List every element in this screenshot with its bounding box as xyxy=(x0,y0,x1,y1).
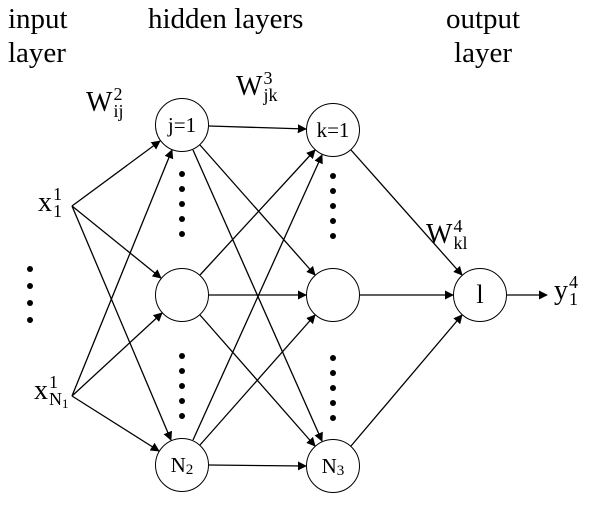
input-layer-title-line2: layer xyxy=(8,37,66,70)
edge-x1-j1 xyxy=(71,140,161,207)
edge-x1-n2 xyxy=(71,205,172,441)
edge-n2-k1 xyxy=(192,154,323,441)
h2-upper-ellipsis-dots xyxy=(330,168,336,243)
output-layer-title-line2: layer xyxy=(454,37,512,70)
node-h1-top-label: j=1 xyxy=(167,112,197,137)
node-h1-mid xyxy=(155,268,209,322)
y-base: y xyxy=(554,275,568,307)
edge-xN-n2 xyxy=(71,395,160,452)
output-layer-title: output layer xyxy=(428,2,538,70)
h1-lower-ellipsis-dots xyxy=(179,348,185,423)
w3-sub: jk xyxy=(263,85,278,106)
node-h1-bottom-base: N xyxy=(170,452,186,477)
node-h1-bottom-sub: 2 xyxy=(185,461,194,478)
node-h2-mid xyxy=(306,268,360,322)
node-h2-bottom-base: N xyxy=(321,453,337,478)
w2-sup: 2 xyxy=(113,84,123,104)
edge-h1mid-k1 xyxy=(199,149,316,276)
edge-j1-h2mid xyxy=(199,144,316,276)
w4-sup: 4 xyxy=(453,216,463,236)
edge-h1mid-n3 xyxy=(199,314,316,447)
edge-xN-hmid xyxy=(71,312,163,397)
input-layer-title-line1: input xyxy=(8,3,68,35)
node-h2-bottom-sub: 3 xyxy=(336,462,345,479)
h1-upper-ellipsis-dots xyxy=(179,166,185,241)
w4-base: W xyxy=(426,219,453,251)
node-output: l xyxy=(453,268,507,322)
node-h1-top: j=1 xyxy=(155,98,209,152)
edge-n3-out xyxy=(350,314,463,447)
node-h2-top: k=1 xyxy=(306,103,360,157)
w3-sup: 3 xyxy=(263,68,273,88)
xN-sub-base: N xyxy=(49,389,62,410)
xN-base: x xyxy=(34,375,48,407)
edge-n2-n3 xyxy=(208,461,307,471)
hidden-layers-title: hidden layers xyxy=(148,3,304,35)
w2-sub: ij xyxy=(113,101,124,122)
xN-sup: 1 xyxy=(49,372,58,392)
w2-base: W xyxy=(86,87,113,119)
edge-x1-hmid xyxy=(71,205,162,279)
x1-sup: 1 xyxy=(53,184,62,204)
input-ellipsis-dots xyxy=(27,260,33,328)
y-sub: 1 xyxy=(569,289,578,310)
edge-k1-out xyxy=(350,149,463,276)
w4-sub: kl xyxy=(453,233,468,254)
h2-lower-ellipsis-dots xyxy=(330,350,336,425)
x1-base: x xyxy=(38,187,52,219)
input-layer-title: input layer xyxy=(8,2,68,70)
edge-xN-j1 xyxy=(71,149,174,397)
w3-base: W xyxy=(236,71,263,103)
node-output-label: l xyxy=(476,280,484,309)
output-layer-title-line1: output xyxy=(445,3,521,35)
edge-j1-n3 xyxy=(192,149,323,442)
edge-j1-k1 xyxy=(208,124,307,134)
xN-sub-sub: 1 xyxy=(62,396,69,412)
x1-sub: 1 xyxy=(53,201,62,222)
y-sup: 4 xyxy=(569,272,578,292)
node-h2-top-label: k=1 xyxy=(316,117,350,142)
edge-n2-h2mid xyxy=(199,314,316,446)
